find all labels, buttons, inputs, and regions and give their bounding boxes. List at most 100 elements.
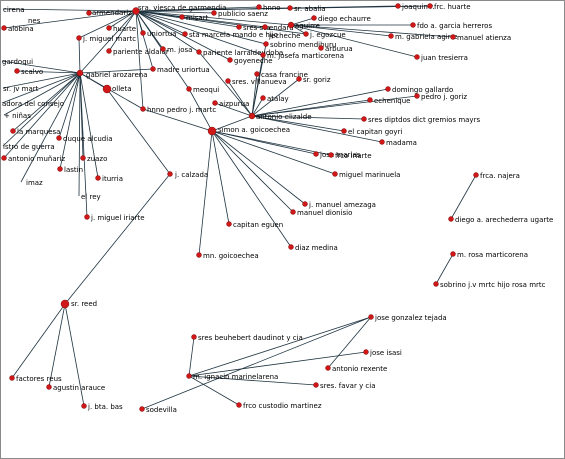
node-marker[interactable] [313, 151, 319, 157]
node-aguirre[interactable]: aguirre [287, 21, 320, 30]
node-aizpurua[interactable]: aizpurua [212, 100, 250, 108]
node-frco-custodio[interactable]: frco custodio martinez [236, 402, 322, 410]
node-marker[interactable] [385, 86, 391, 92]
node-diaz-medina[interactable]: diaz medina [288, 244, 338, 252]
node-marker[interactable] [139, 406, 145, 412]
node-pariente-aldalur[interactable]: pariente aldalur [106, 48, 169, 56]
node-marker[interactable] [288, 244, 294, 250]
node-marker[interactable] [248, 112, 256, 120]
node-atalay[interactable]: atalay [260, 95, 289, 103]
node-lastin[interactable]: lastin [57, 166, 84, 174]
node-marker[interactable] [363, 349, 369, 355]
node-nes[interactable]: nes [28, 17, 41, 25]
node-marker[interactable] [236, 402, 242, 408]
node-antonio-rexente[interactable]: antonio rexente [325, 365, 388, 373]
node-ador-consejo[interactable]: adora del consejo [2, 100, 64, 108]
node-marker[interactable] [81, 403, 87, 409]
node-marker[interactable] [140, 106, 146, 112]
node-marker[interactable] [290, 209, 296, 215]
node-sres-favar[interactable]: sres. favar y cia [313, 382, 376, 390]
node-olleta[interactable]: olleta [102, 84, 132, 94]
node-manuel-atienza[interactable]: manuel atienza [450, 34, 512, 42]
node-j-bta-bas[interactable]: j. bta. bas [81, 403, 124, 411]
node-sres-villanueva[interactable]: sres. villanueva [225, 78, 287, 86]
node-gabriel-arozarena[interactable]: gabriel arozarena [76, 69, 148, 79]
node-casa-francine[interactable]: casa francine [254, 71, 308, 79]
node-marker[interactable] [236, 24, 242, 30]
node-marker[interactable] [191, 334, 197, 340]
node-marker[interactable] [427, 3, 433, 9]
node-marker[interactable] [341, 128, 347, 134]
node-zuazo[interactable]: zuazo [80, 155, 108, 163]
node-marker[interactable] [260, 52, 266, 58]
node-sr-reed[interactable]: sr. reed [60, 299, 97, 309]
node-marker[interactable] [287, 5, 293, 11]
node-pedro-goriz[interactable]: pedro j. goriz [414, 93, 468, 101]
node-jecheche[interactable]: jecheche [268, 32, 300, 40]
node-marker[interactable] [102, 84, 112, 94]
node-m-josa[interactable]: m. josa [160, 46, 193, 54]
node-marker[interactable] [207, 126, 217, 136]
node-diego-echaurre[interactable]: diego echaurre [311, 15, 371, 23]
node-j-egozcue[interactable]: j. egozcue [303, 31, 346, 39]
node-marker[interactable] [186, 373, 192, 379]
node-frc-huarte[interactable]: frc. huarte [427, 3, 471, 11]
node-marker[interactable] [1, 155, 7, 161]
node-factores-reus[interactable]: factores reus [9, 375, 63, 383]
node-marker[interactable] [256, 4, 262, 10]
node-jose-isasi[interactable]: jose isasi [363, 349, 402, 357]
node-mn-goicoechea[interactable]: mn. goicoechea [196, 252, 259, 260]
node-marker[interactable] [303, 31, 309, 37]
node-marker[interactable] [1, 25, 7, 31]
node-iturria[interactable]: iturria [95, 175, 124, 183]
node-marker[interactable] [225, 78, 231, 84]
node-marker[interactable] [106, 48, 112, 54]
node-marker[interactable] [196, 49, 202, 55]
node-marker[interactable] [76, 69, 84, 77]
node-marker[interactable] [263, 41, 269, 47]
node-alobina[interactable]: alobina [1, 25, 34, 33]
node-marker[interactable] [76, 35, 82, 41]
node-marker[interactable] [160, 46, 166, 52]
node-sres-sta[interactable]: sres sta [236, 24, 271, 32]
node-imaz[interactable]: imaz [26, 179, 43, 187]
node-marker[interactable] [287, 21, 295, 29]
node-sra-viesca[interactable]: sra. viesca de garmendia [132, 4, 227, 15]
node-marker[interactable] [410, 22, 416, 28]
node-sres-beuhebert[interactable]: sres beuhebert daudinot y cia [191, 334, 303, 342]
node-m-josefa[interactable]: m. josefa marticorena [260, 52, 345, 60]
node-marker[interactable] [9, 375, 15, 381]
node-marker[interactable] [211, 10, 217, 16]
node-marker[interactable] [167, 171, 173, 177]
node-marker[interactable] [86, 10, 92, 16]
node-marker[interactable] [296, 76, 302, 82]
node-marker[interactable] [450, 34, 456, 40]
node-arburua[interactable]: arburua [318, 45, 353, 53]
node-marker[interactable] [84, 214, 90, 220]
node-marker[interactable] [10, 128, 16, 134]
node-goyeneche[interactable]: goyeneche [227, 57, 273, 65]
node-joaquin[interactable]: joaquin r. [395, 3, 435, 11]
node-madama[interactable]: madama [379, 139, 417, 147]
node-marker[interactable] [414, 54, 420, 60]
node-marker[interactable] [433, 281, 439, 287]
node-marker[interactable] [254, 71, 260, 77]
node-marker[interactable] [332, 171, 338, 177]
node-gardoqui[interactable]: gardoqui [2, 58, 33, 66]
node-capitan-eguen[interactable]: capitan eguen [226, 221, 284, 229]
node-marker[interactable] [262, 24, 268, 30]
node-frca-najera[interactable]: frca. najera [473, 172, 520, 180]
node-marker[interactable] [179, 14, 185, 20]
node-marker[interactable] [473, 172, 479, 178]
node-hnno-pedro[interactable]: hnno pedro j. martc [140, 106, 217, 114]
node-frco-iriarte[interactable]: frco iriarte [328, 152, 372, 160]
node-marker[interactable] [150, 66, 156, 72]
node-el-rey[interactable]: el rey [81, 193, 101, 201]
node-marker[interactable] [361, 116, 367, 122]
node-marker[interactable] [226, 221, 232, 227]
node-fdo-garcia[interactable]: fdo a. garcia herreros [410, 22, 493, 30]
node-marker[interactable] [448, 216, 454, 222]
node-j-miguel-iriarte[interactable]: j. miguel iriarte [84, 214, 145, 222]
node-marker[interactable] [182, 31, 188, 37]
node-marker[interactable] [260, 95, 266, 101]
